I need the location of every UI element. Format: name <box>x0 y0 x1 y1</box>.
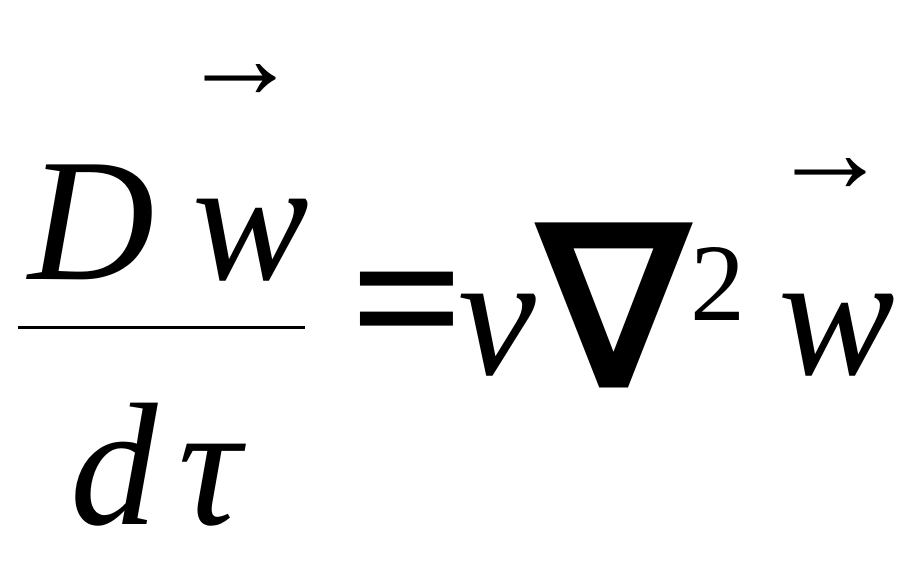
rhs-variable-w: w <box>778 218 895 412</box>
nabla-operator: ∇ <box>540 188 688 432</box>
numerator-operator-D: D <box>28 123 155 317</box>
numerator-variable-w: w <box>192 123 309 317</box>
vector-arrow-numerator: → <box>180 0 300 124</box>
kinematic-viscosity-nu: ν <box>458 218 536 412</box>
vector-arrow-rhs: → <box>770 85 890 218</box>
equals-sign: = <box>350 188 464 409</box>
denominator-d: d <box>70 368 158 562</box>
denominator-tau: τ <box>178 368 241 562</box>
exponent-2: 2 <box>690 222 745 344</box>
fraction-bar <box>18 326 305 329</box>
